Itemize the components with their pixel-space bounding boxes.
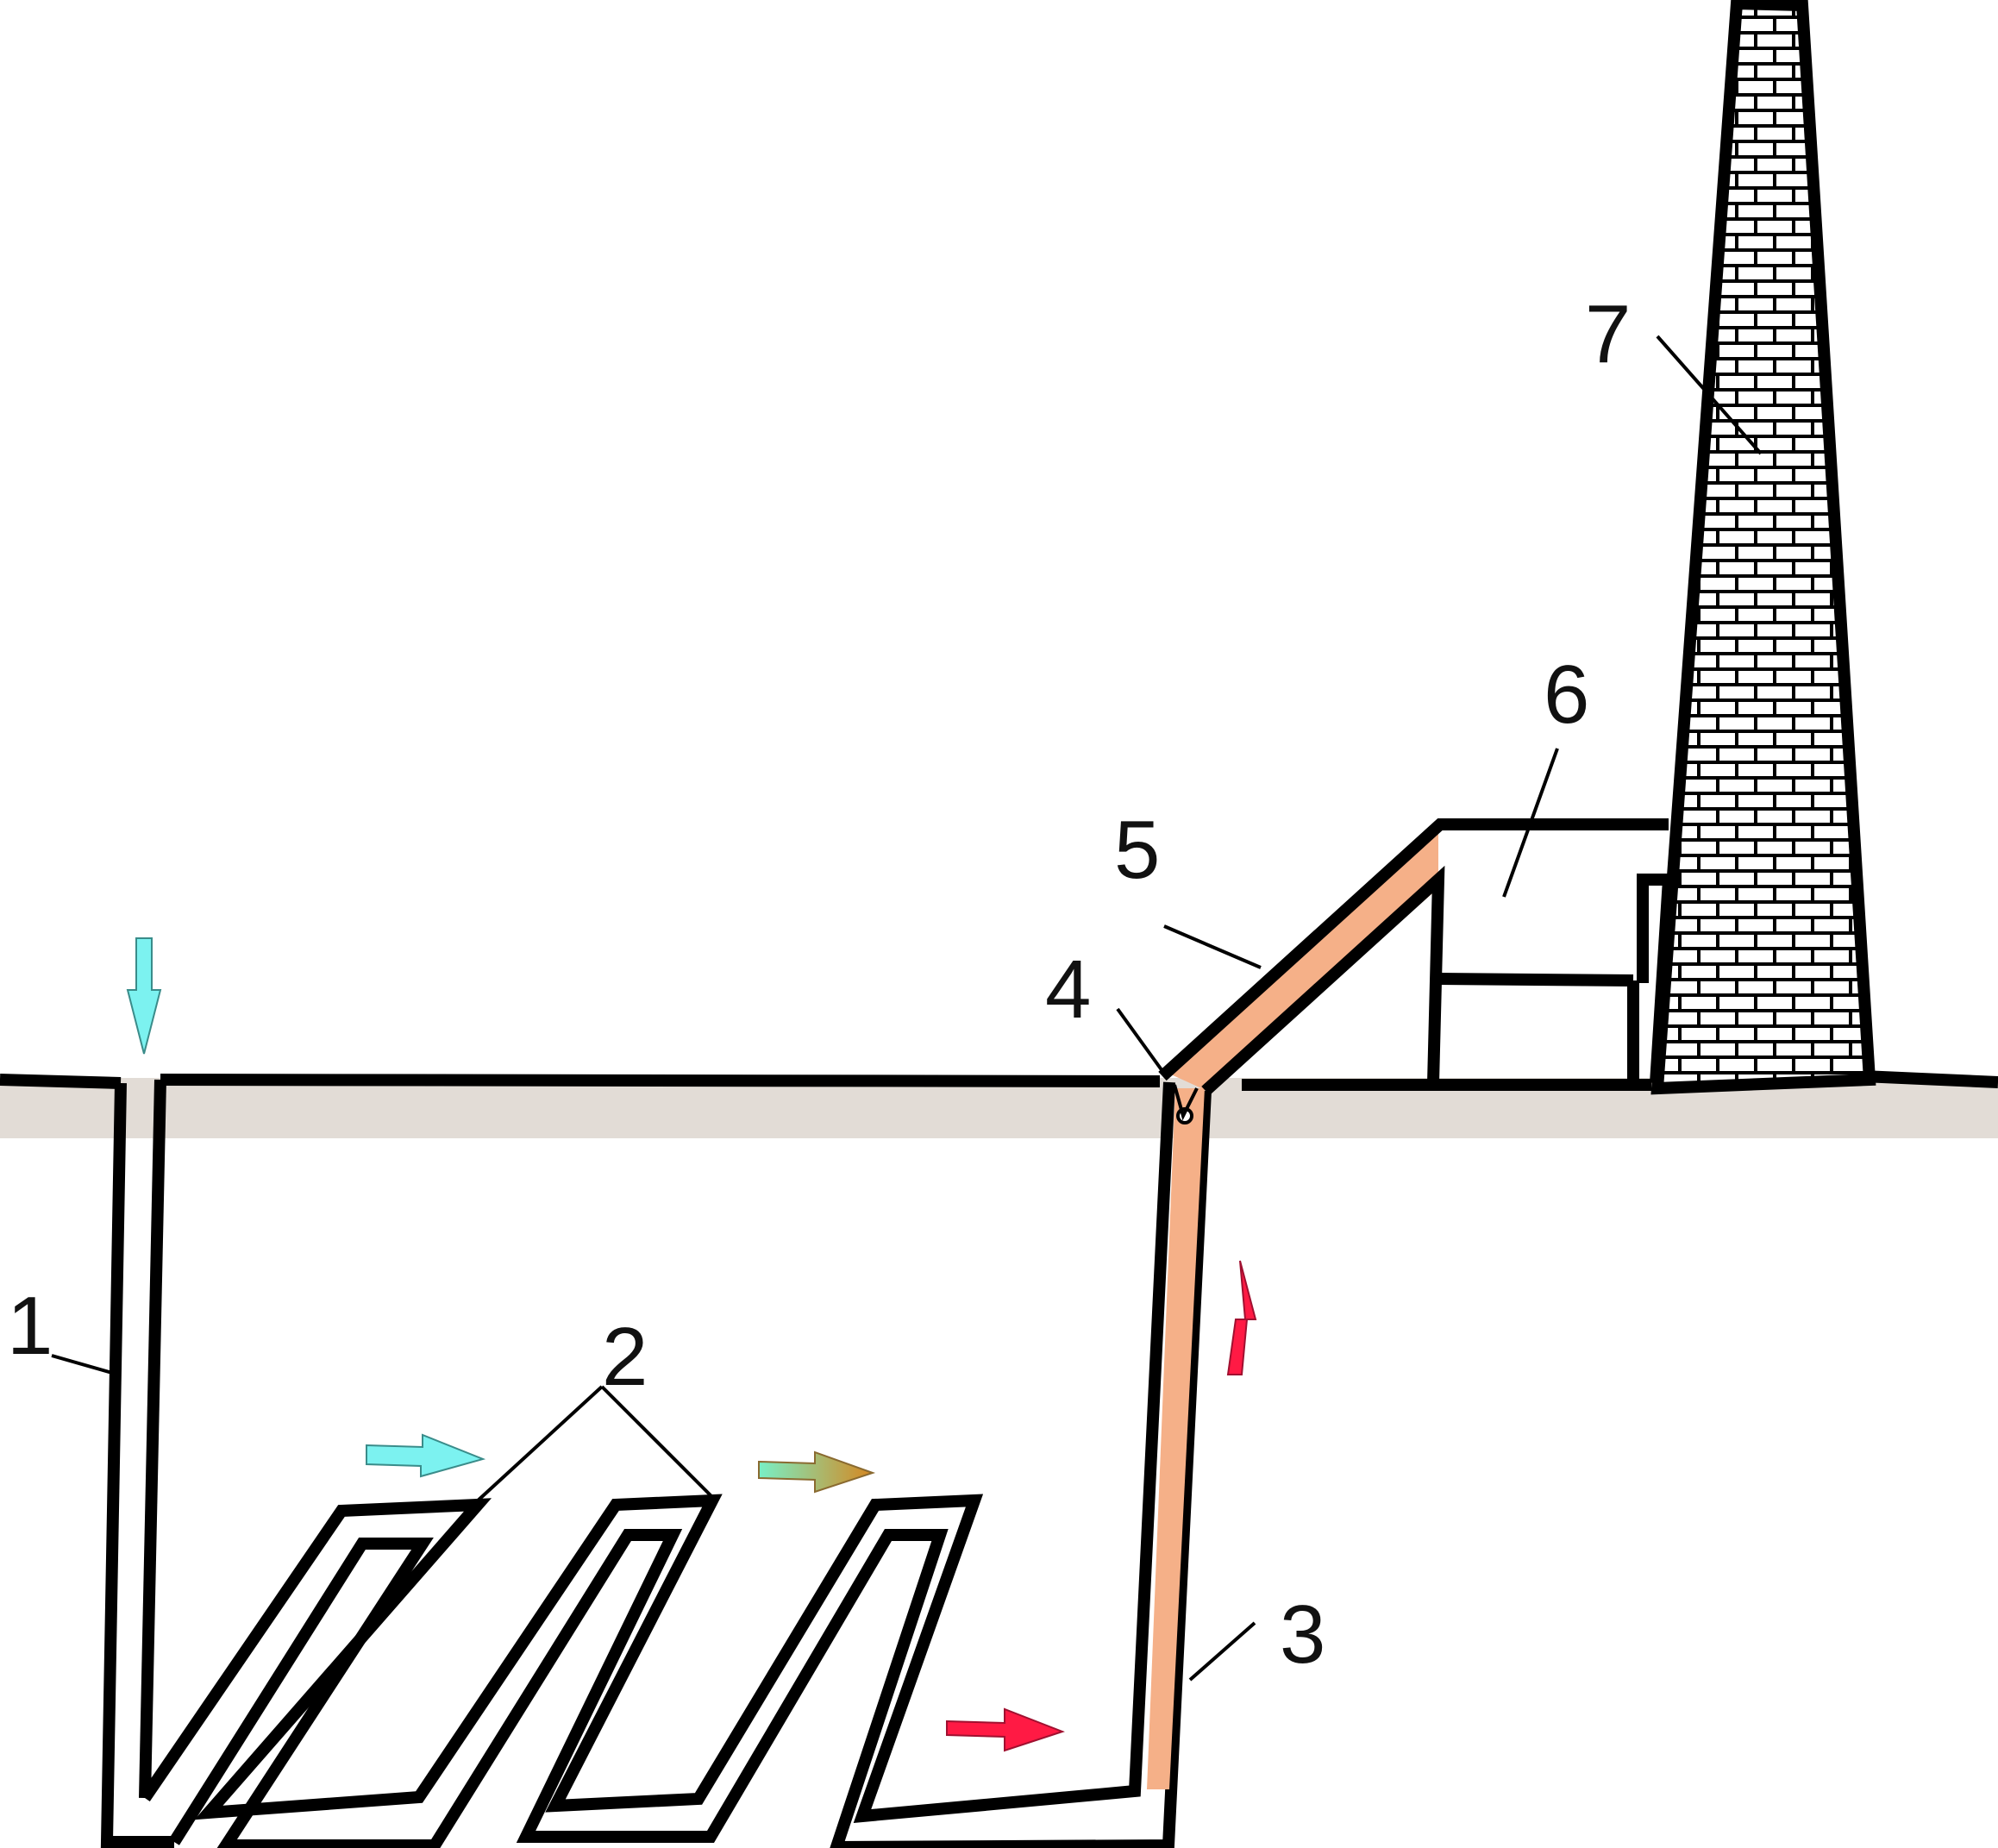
leader-3 (1188, 1621, 1256, 1682)
label-chimney: 7 (1585, 288, 1631, 380)
leader-4 (1116, 1007, 1164, 1073)
inclined-flue-upper (1158, 818, 1669, 1081)
intake-shaft (100, 1082, 174, 1848)
label-inclined-flue: 5 (1114, 804, 1160, 896)
label-junction: 4 (1045, 943, 1091, 1036)
leader-1 (51, 1354, 113, 1375)
leader-5 (1163, 924, 1262, 969)
hot-gas-shaft-fill (1147, 1088, 1205, 1789)
label-heat-exchanger: 2 (602, 1311, 648, 1403)
hot-air-arrow-up (1226, 1260, 1257, 1375)
ground-line-left (0, 1074, 122, 1089)
label-hot-gas-shaft: 3 (1280, 1588, 1325, 1681)
junction-bracket (1173, 1084, 1199, 1121)
collection-chamber-mid (1437, 973, 1634, 987)
ground-line-far-right (1862, 1070, 1998, 1088)
leader-2a (474, 1385, 604, 1504)
cold-air-arrow-down (126, 937, 162, 1055)
cold-air-arrow-right (366, 1433, 486, 1478)
inclined-flue-lower (1201, 865, 1445, 1096)
leader-2b (600, 1385, 714, 1499)
leader-6 (1502, 748, 1559, 898)
label-collection-chamber: 6 (1544, 648, 1589, 741)
heat-exchanger-inner (169, 1090, 1212, 1848)
intake-shaft-inner (139, 1079, 166, 1799)
warming-air-arrow (758, 1450, 876, 1494)
label-intake-shaft: 1 (7, 1280, 53, 1372)
chimney (1650, 0, 1876, 1095)
hot-air-arrow-right (946, 1707, 1065, 1752)
ground-line-middle (160, 1074, 1161, 1087)
heat-exchanger-outer (140, 1081, 1175, 1823)
leader-7 (1656, 335, 1763, 455)
